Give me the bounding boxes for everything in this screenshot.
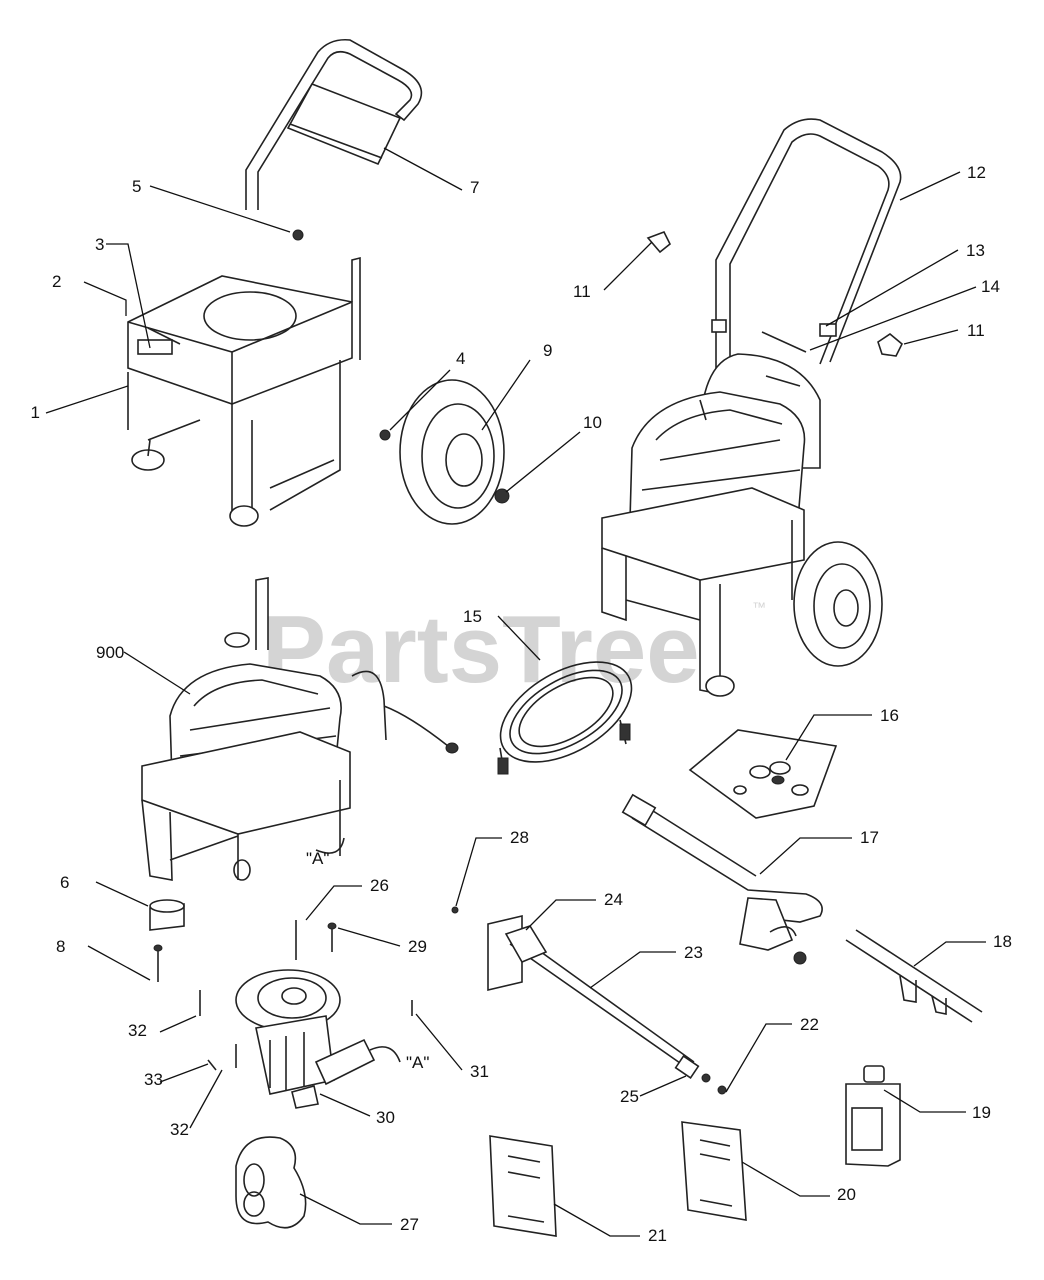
callout-16: 16 [880, 706, 899, 725]
part-coupler-27 [235, 1136, 307, 1229]
callout-18: 18 [993, 932, 1012, 951]
part-kit-16 [688, 729, 838, 819]
part-engine-top-right [601, 391, 883, 697]
callout-27: 27 [400, 1215, 419, 1234]
part-frame-top-left [127, 256, 361, 527]
part-hose-15 [497, 661, 633, 775]
callout-10: 10 [583, 413, 602, 432]
callout-Ab: "A" [406, 1053, 429, 1072]
callout-29: 29 [408, 937, 427, 956]
part-pump-assembly [199, 920, 413, 1109]
callout-25: 25 [620, 1087, 639, 1106]
callout-17: 17 [860, 828, 879, 847]
watermark-trademark: ™ [752, 599, 766, 615]
callout-2: 2 [52, 272, 61, 291]
callout-32b: 32 [170, 1120, 189, 1139]
callout-33: 33 [144, 1070, 163, 1089]
part-wand-18 [845, 929, 983, 1023]
callout-4: 4 [456, 349, 465, 368]
part-manuals-20-21 [489, 1121, 747, 1237]
callout-3: 3 [95, 235, 104, 254]
callout-30: 30 [376, 1108, 395, 1127]
part-lance-23-24 [451, 906, 727, 1095]
callout-11b: 11 [967, 321, 985, 340]
callout-31: 31 [470, 1062, 489, 1081]
callout-12: 12 [967, 163, 986, 182]
part-engine-assembly-900 [141, 577, 459, 881]
leader-lines [45, 147, 986, 1237]
callout-28: 28 [510, 828, 529, 847]
callout-22: 22 [800, 1015, 819, 1034]
callout-13: 13 [966, 241, 985, 260]
callout-20: 20 [837, 1185, 856, 1204]
callout-14: 14 [981, 277, 1000, 296]
part-handle-top-left [245, 38, 423, 210]
callout-9: 9 [543, 341, 552, 360]
callout-7: 7 [470, 178, 479, 197]
callout-32a: 32 [128, 1021, 147, 1040]
callout-1: 1 [31, 403, 40, 422]
callout-900: 900 [96, 643, 124, 662]
callout-Aa: "A" [306, 849, 329, 868]
callout-21: 21 [648, 1226, 667, 1245]
callout-15: 15 [463, 607, 482, 626]
part-gun-17 [621, 793, 823, 965]
callout-23: 23 [684, 943, 703, 962]
callout-26: 26 [370, 876, 389, 895]
part-oil-bottle-19 [845, 1065, 901, 1167]
part-knobs-and-bolts [646, 230, 903, 387]
callout-8: 8 [56, 937, 65, 956]
callout-5: 5 [132, 177, 141, 196]
part-foot-and-bolt [149, 899, 185, 982]
callout-labels: 1234567891011111213141516171819202122232… [31, 163, 1012, 1245]
callout-6: 6 [60, 873, 69, 892]
part-wheel-top-left [292, 229, 510, 525]
callout-11a: 11 [573, 282, 591, 301]
callout-24: 24 [604, 890, 623, 909]
callout-19: 19 [972, 1103, 991, 1122]
